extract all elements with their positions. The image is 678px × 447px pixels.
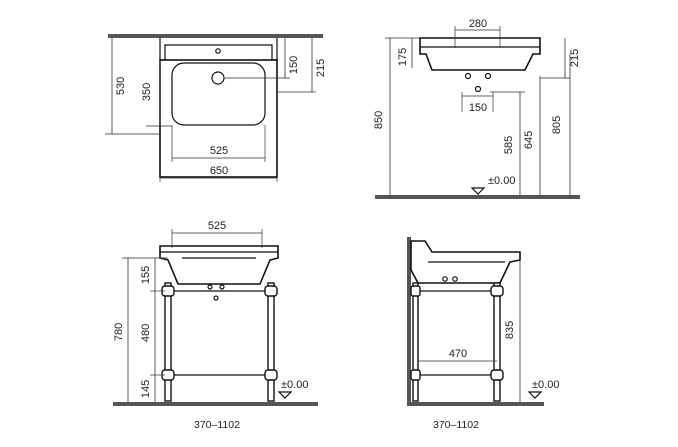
- dim-850: 850: [373, 111, 385, 129]
- stand-leg: [412, 282, 419, 402]
- dim-585: 585: [503, 136, 515, 154]
- floor-line: [375, 195, 580, 199]
- dim-145: 145: [140, 380, 152, 398]
- bolt-icon: [484, 72, 492, 80]
- basin-section: [419, 37, 541, 71]
- level-label-2: ±0.00: [281, 379, 308, 391]
- product-code: 370–1102: [194, 419, 240, 431]
- dim-215-b: 215: [569, 49, 581, 67]
- elevation-view: 280 175 215 850 150 585 645 805 ±0.00: [373, 18, 581, 199]
- stand-leg: [164, 282, 172, 402]
- dim-530: 530: [115, 77, 127, 95]
- wall-line-2: [407, 237, 411, 404]
- dim-645: 645: [523, 131, 535, 149]
- drain-icon: [211, 71, 225, 85]
- plan-view: 530 350 150 215 525 650: [105, 34, 327, 182]
- level-marker-icon-2: [277, 391, 293, 399]
- stand-leg: [493, 282, 501, 402]
- level-marker-icon-3: [527, 391, 543, 399]
- dim-470: 470: [449, 348, 467, 360]
- stand-leg: [267, 282, 275, 402]
- level-label-3: ±0.00: [532, 379, 559, 391]
- basin-bowl: [171, 62, 266, 126]
- side-stand-view: 470 835 ±0.00 370–1102: [407, 237, 559, 431]
- dim-215: 215: [315, 59, 327, 77]
- dim-525-b: 525: [208, 220, 226, 232]
- dim-780: 780: [113, 323, 125, 341]
- dim-150-b: 150: [469, 102, 487, 114]
- product-code-2: 370–1102: [433, 419, 479, 431]
- basin-outline: [159, 59, 278, 178]
- bolt-icon: [464, 72, 472, 80]
- floor-line-2: [113, 402, 318, 406]
- dim-350: 350: [141, 83, 153, 101]
- dim-155: 155: [140, 266, 152, 284]
- tap-hole-icon: [215, 48, 221, 54]
- level-label: ±0.00: [488, 175, 515, 187]
- basin-front: [159, 245, 279, 285]
- level-marker-icon: [470, 187, 486, 195]
- dim-150: 150: [288, 56, 300, 74]
- floor-line-3: [407, 402, 544, 406]
- wall-line: [108, 34, 323, 38]
- front-stand-view: 525 780 155 480 145 ±0.00 370–1102: [113, 220, 318, 431]
- dim-480: 480: [140, 324, 152, 342]
- dim-650: 650: [210, 165, 228, 177]
- dim-805: 805: [551, 116, 563, 134]
- dim-280: 280: [469, 18, 487, 30]
- drain-point-icon: [474, 85, 482, 93]
- dim-835: 835: [504, 321, 516, 339]
- dim-175: 175: [397, 48, 409, 66]
- dim-525: 525: [210, 145, 228, 157]
